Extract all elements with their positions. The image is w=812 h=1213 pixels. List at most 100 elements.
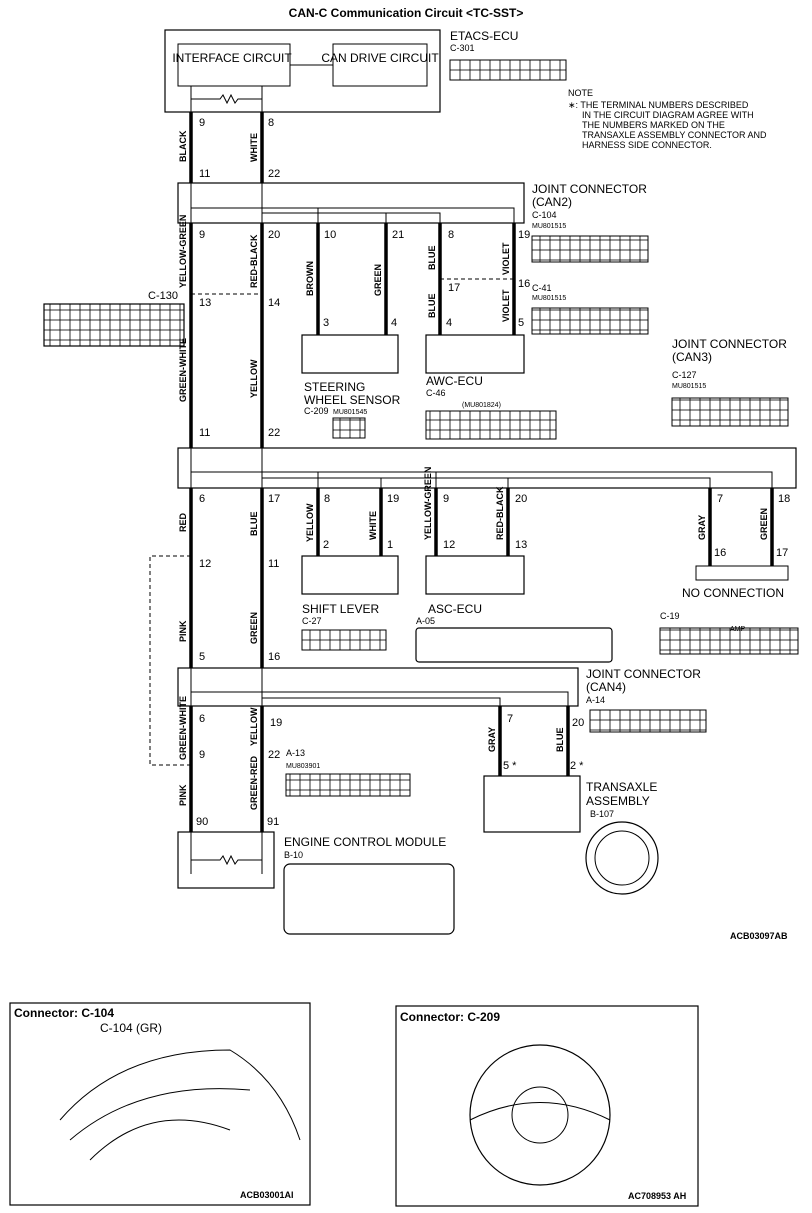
- pin-can2-in-22: 22: [268, 168, 280, 180]
- asc-ecu-box: [425, 555, 525, 595]
- pin-left-16: 16: [268, 651, 280, 663]
- connector-c130-id: C-130: [148, 290, 178, 302]
- wire-color-violet: VIOLET: [501, 242, 511, 275]
- wire-color-pink: PINK: [178, 620, 188, 642]
- c41-part-number: MU801515: [532, 295, 566, 302]
- wire-color-green-white: GREEN-WHITE: [178, 338, 188, 402]
- note-heading: NOTE: [568, 88, 593, 98]
- joint-can2-subtitle: (CAN2): [532, 195, 572, 209]
- transaxle-box: [483, 775, 581, 833]
- pin-can4-20: 20: [572, 717, 584, 729]
- pin-c41-16: 16: [518, 278, 530, 290]
- joint-can2-title: JOINT CONNECTOR: [532, 182, 647, 196]
- wire-color-green-2: GREEN: [759, 508, 769, 540]
- joint-can3-title: JOINT CONNECTOR: [672, 337, 787, 351]
- joint-can2-box: [177, 182, 525, 224]
- wire-color-red: RED: [178, 512, 188, 532]
- joint-can2-connector-id: C-104: [532, 210, 557, 220]
- pin-shift-2: 2: [323, 539, 329, 551]
- interface-circuit-label: INTERFACE CIRCUIT: [172, 51, 292, 65]
- c209-panel-title: Connector: C-209: [400, 1010, 500, 1024]
- steering-label-1: STEERING: [304, 380, 365, 394]
- engine-control-module-label: ENGINE CONTROL MODULE: [284, 835, 446, 849]
- diagram-title: CAN-C Communication Circuit <TC-SST>: [289, 6, 524, 20]
- connector-c46-face: [425, 410, 557, 440]
- pin-can3-in-11: 11: [199, 427, 210, 439]
- awc-ecu-label: AWC-ECU: [426, 374, 483, 388]
- wire-color-blue-3: BLUE: [249, 512, 259, 537]
- wire-color-gray: GRAY: [697, 515, 707, 540]
- pin-can3-17: 17: [268, 493, 280, 505]
- a13-part-number: MU803901: [286, 763, 320, 770]
- pin-left-5: 5: [199, 651, 205, 663]
- connector-b10-face: [283, 863, 455, 935]
- wire-color-violet-2: VIOLET: [501, 289, 511, 322]
- awc-ecu-box: [425, 334, 525, 374]
- pin-can3-19: 19: [387, 493, 399, 505]
- note-block: NOTE ∗: THE TERMINAL NUMBERS DESCRIBED I…: [568, 88, 767, 150]
- pin-a13-9: 9: [199, 749, 205, 761]
- connector-c27-face: [301, 629, 387, 651]
- pin-asc-13: 13: [515, 539, 527, 551]
- wire-color-pink-2: PINK: [178, 784, 188, 806]
- connector-c130-face: [43, 303, 185, 347]
- wire-color-green-white-2: GREEN-WHITE: [178, 696, 188, 760]
- transaxle-connector-id: B-107: [590, 809, 614, 819]
- c19-connector-id: C-19: [660, 611, 680, 621]
- note-line-4: TRANSAXLE ASSEMBLY CONNECTOR AND: [582, 130, 767, 140]
- wire-color-yellow-3: YELLOW: [249, 707, 259, 746]
- transaxle-label-2: ASSEMBLY: [586, 794, 650, 808]
- can-drive-circuit-label: CAN DRIVE CIRCUIT: [321, 51, 439, 65]
- pin-can2-10: 10: [324, 229, 336, 241]
- pin-nc-16: 16: [714, 547, 726, 559]
- wires-can3-down: [189, 488, 774, 668]
- pin-asc-12: 12: [443, 539, 455, 551]
- wire-color-blue: BLUE: [427, 246, 437, 271]
- joint-can4-subtitle: (CAN4): [586, 680, 626, 694]
- pin-can3-8: 8: [324, 493, 330, 505]
- joint-can3-box: [177, 447, 797, 489]
- wire-color-blue-4: BLUE: [555, 728, 565, 753]
- c104-panel-code: ACB03001AI: [240, 1190, 294, 1200]
- pin-can3-7: 7: [717, 493, 723, 505]
- wire-color-red-black-2: RED-BLACK: [495, 486, 505, 540]
- connector-c209-face: [332, 417, 366, 439]
- a13-connector-id: A-13: [286, 748, 305, 758]
- wire-color-yellow-green-2: YELLOW-GREEN: [423, 467, 433, 540]
- pin-etacs-8: 8: [268, 117, 274, 129]
- wire-color-green-3: GREEN: [249, 612, 259, 644]
- steering-label-2: WHEEL SENSOR: [304, 393, 401, 407]
- connector-a05-face: [415, 627, 613, 663]
- connector-c104-face: [531, 235, 649, 263]
- wire-color-black: BLACK: [178, 130, 188, 162]
- wires-can4-down: [189, 706, 570, 832]
- c104-callout: C-104 (GR): [100, 1021, 162, 1035]
- wire-color-yellow: YELLOW: [249, 359, 259, 398]
- joint-can2-part-number: MU801515: [532, 223, 566, 230]
- pin-c130-13: 13: [199, 297, 211, 309]
- pin-can2-9: 9: [199, 229, 205, 241]
- pin-can3-6: 6: [199, 493, 205, 505]
- note-line-2: IN THE CIRCUIT DIAGRAM AGREE WITH: [582, 110, 754, 120]
- asc-ecu-label: ASC-ECU: [428, 602, 482, 616]
- connector-c104-location-panel: Connector: C-104 C-104 (GR) ACB03001AI: [9, 1002, 311, 1206]
- terminating-resistor-icon: [191, 93, 262, 105]
- no-connection-label: NO CONNECTION: [682, 586, 784, 600]
- note-line-5: HARNESS SIDE CONNECTOR.: [582, 140, 712, 150]
- c41-connector-id: C-41: [532, 283, 552, 293]
- joint-can4-connector-id: A-14: [586, 695, 605, 705]
- etacs-connector-id: C-301: [450, 43, 475, 53]
- pin-can3-in-22: 22: [268, 427, 280, 439]
- pin-can4-7: 7: [507, 713, 513, 725]
- pin-can4-19: 19: [270, 717, 282, 729]
- c104-panel-title: Connector: C-104: [14, 1006, 114, 1020]
- pin-awc-4: 4: [446, 317, 452, 329]
- pin-c130-14: 14: [268, 297, 280, 309]
- pin-a13-22: 22: [268, 749, 280, 761]
- pin-can3-18: 18: [778, 493, 790, 505]
- pin-steering-3: 3: [323, 317, 329, 329]
- wire-color-yellow-green: YELLOW-GREEN: [178, 215, 188, 288]
- wire-color-green: GREEN: [373, 264, 383, 296]
- wire-color-green-red: GREEN-RED: [249, 755, 259, 810]
